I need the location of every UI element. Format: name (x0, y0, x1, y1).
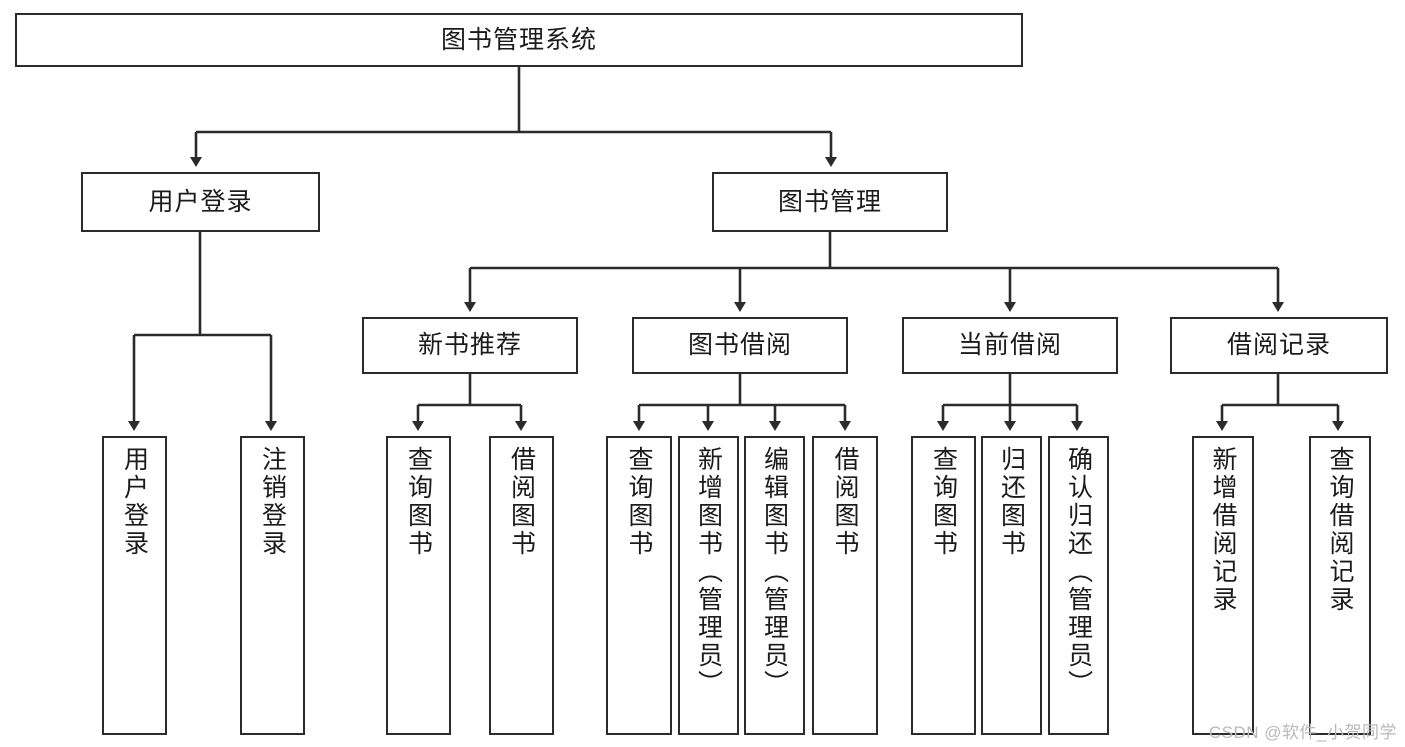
node-label: 查询借阅记录 (1326, 446, 1354, 614)
node-new-book-recommend[interactable]: 新书推荐 (362, 317, 578, 374)
node-label: 确认归还（管理员） (1064, 446, 1093, 698)
node-label: 注销登录 (258, 446, 287, 558)
node-user-login[interactable]: 用户登录 (81, 172, 320, 232)
node-book-management-system[interactable]: 图书管理系统 (15, 13, 1023, 67)
node-label: 借阅图书 (831, 446, 859, 558)
node-label: 查询图书 (625, 446, 653, 558)
node-leaf-query-record[interactable]: 查询借阅记录 (1309, 436, 1371, 735)
node-leaf-query-book-3[interactable]: 查询图书 (911, 436, 976, 735)
node-label: 图书管理系统 (440, 25, 597, 54)
node-label: 查询图书 (929, 446, 958, 558)
node-label: 用户登录 (120, 446, 149, 558)
node-leaf-edit-book[interactable]: 编辑图书（管理员） (744, 436, 805, 735)
node-leaf-return-book[interactable]: 归还图书 (981, 436, 1042, 735)
csdn-watermark: CSDN @软件_小贺同学 (1208, 723, 1397, 742)
node-label: 新增图书（管理员） (694, 446, 723, 698)
node-leaf-query-book-1[interactable]: 查询图书 (386, 436, 451, 735)
node-book-borrow[interactable]: 图书借阅 (632, 317, 848, 374)
node-current-borrow[interactable]: 当前借阅 (902, 317, 1118, 374)
node-leaf-borrow-book-2[interactable]: 借阅图书 (812, 436, 878, 735)
node-borrow-record[interactable]: 借阅记录 (1170, 317, 1388, 374)
node-book-management[interactable]: 图书管理 (712, 172, 948, 232)
node-label: 图书管理 (777, 187, 882, 216)
node-label: 当前借阅 (957, 331, 1062, 359)
node-label: 借阅记录 (1226, 331, 1331, 359)
node-label: 借阅图书 (507, 446, 536, 558)
node-leaf-borrow-book-1[interactable]: 借阅图书 (489, 436, 554, 735)
node-label: 用户登录 (148, 187, 253, 216)
node-label: 新书推荐 (417, 331, 522, 359)
node-leaf-add-record[interactable]: 新增借阅记录 (1192, 436, 1254, 735)
node-leaf-user-logout[interactable]: 注销登录 (240, 436, 305, 735)
node-label: 归还图书 (997, 446, 1026, 558)
node-label: 图书借阅 (687, 331, 792, 359)
node-label: 编辑图书（管理员） (760, 446, 789, 698)
node-leaf-add-book[interactable]: 新增图书（管理员） (678, 436, 739, 735)
node-label: 新增借阅记录 (1209, 446, 1237, 614)
node-leaf-confirm-return[interactable]: 确认归还（管理员） (1048, 436, 1109, 735)
node-leaf-user-login[interactable]: 用户登录 (102, 436, 167, 735)
node-leaf-query-book-2[interactable]: 查询图书 (606, 436, 672, 735)
node-label: 查询图书 (404, 446, 433, 558)
